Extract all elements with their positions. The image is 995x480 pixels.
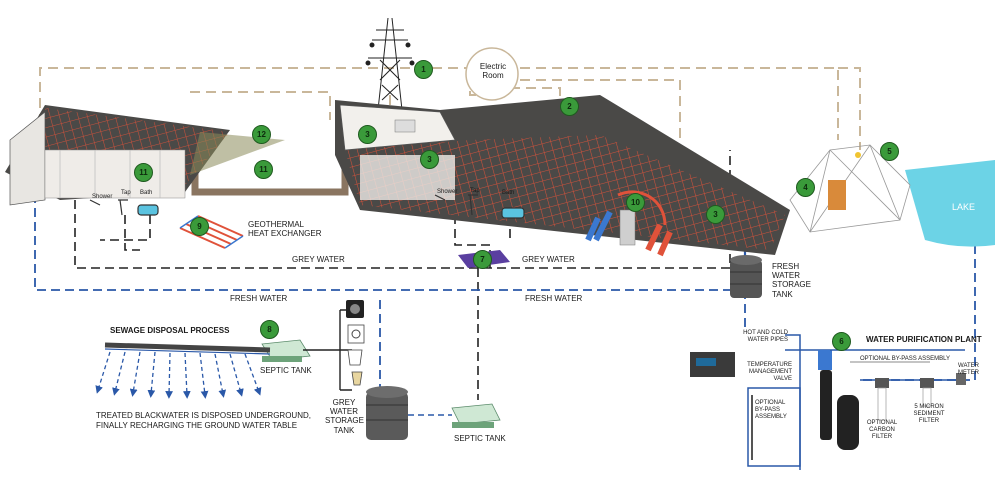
badge-6: 6 xyxy=(832,332,851,351)
badge-5: 5 xyxy=(880,142,899,161)
badge-10: 10 xyxy=(626,193,645,212)
sewage-disposal-pipe xyxy=(104,342,271,355)
carbon-filter-label: OPTIONAL CARBON FILTER xyxy=(866,420,898,440)
badge-12: 12 xyxy=(252,125,271,144)
left-house xyxy=(5,105,285,206)
water-pavilion xyxy=(789,144,911,233)
badge-7: 7 xyxy=(473,250,492,269)
tap-right-label: Tap xyxy=(470,188,480,194)
optional-bypass-vertical-label: OPTIONAL BY-PASS ASSEMBLY xyxy=(755,400,787,420)
geothermal-label: GEOTHERMAL HEAT EXCHANGER xyxy=(248,220,322,239)
fresh-water-left-label: FRESH WATER xyxy=(230,294,288,303)
tap-left-label: Tap xyxy=(121,190,131,196)
grey-water-tank-label: GREY WATER STORAGE TANK xyxy=(325,398,364,435)
left-fixtures xyxy=(89,199,159,216)
sediment-filter-label: 5 MICRON SEDIMENT FILTER xyxy=(913,404,945,424)
fresh-water-tank-label: FRESH WATER STORAGE TANK xyxy=(772,262,811,299)
lake-shape xyxy=(905,160,995,247)
water-meter-label: WATER METER xyxy=(958,363,979,376)
badge-9: 9 xyxy=(190,217,209,236)
fresh-water-right-label: FRESH WATER xyxy=(525,294,583,303)
badge-4: 4 xyxy=(796,178,815,197)
treated-text-2: FINALLY RECHARGING THE GROUND WATER TABL… xyxy=(96,421,298,430)
heat-flow-arrows xyxy=(585,190,673,257)
water-plant-title: WATER PURIFICATION PLANT xyxy=(866,335,982,344)
septic-tank-1-icon xyxy=(261,339,311,362)
badge-3a: 3 xyxy=(358,125,377,144)
septic-tank-2-icon xyxy=(451,403,501,428)
shower-right-label: Shower xyxy=(437,189,458,195)
bath-left-label: Bath xyxy=(140,190,153,196)
purification-plant xyxy=(690,334,966,470)
badge-11a: 11 xyxy=(254,160,273,179)
lake-label: LAKE xyxy=(952,202,976,212)
treated-text-1: TREATED BLACKWATER IS DISPOSED UNDERGROU… xyxy=(96,411,311,420)
right-fixtures xyxy=(434,194,525,219)
sewage-title: SEWAGE DISPOSAL PROCESS xyxy=(110,326,230,335)
grey-water-right-label: GREY WATER xyxy=(522,255,575,264)
electric-room-circle xyxy=(465,47,519,101)
disposal-arrows xyxy=(95,351,262,399)
hot-cold-pipes-label: HOT AND COLD WATER PIPES xyxy=(743,330,788,343)
bath-right-label: Bath xyxy=(502,190,515,196)
badge-11b: 11 xyxy=(134,163,153,182)
badge-2: 2 xyxy=(560,97,579,116)
sewage-pipes xyxy=(303,309,352,391)
badge-3c: 3 xyxy=(706,205,725,224)
transmission-tower-icon xyxy=(365,17,415,111)
grey-water-left-label: GREY WATER xyxy=(292,255,345,264)
electric-room-label: Electric Room xyxy=(479,62,507,81)
badge-3b: 3 xyxy=(420,150,439,169)
temp-valve-label: TEMPERATURE MANAGEMENT VALVE xyxy=(747,362,792,382)
septic-tank-2-label: SEPTIC TANK xyxy=(454,434,506,443)
badge-8: 8 xyxy=(260,320,279,339)
septic-tank-1-label: SEPTIC TANK xyxy=(260,366,312,375)
geothermal-coil-icon xyxy=(179,215,244,249)
optional-bypass-horizontal-label: OPTIONAL BY-PASS ASSEMBLY xyxy=(860,356,951,362)
right-house xyxy=(335,95,790,255)
badge-1: 1 xyxy=(414,60,433,79)
fresh-water-tank-icon xyxy=(730,255,762,298)
grey-water-tank-icon xyxy=(366,386,408,440)
shower-left-label: Shower xyxy=(92,194,113,200)
appliances-icon xyxy=(346,300,365,386)
